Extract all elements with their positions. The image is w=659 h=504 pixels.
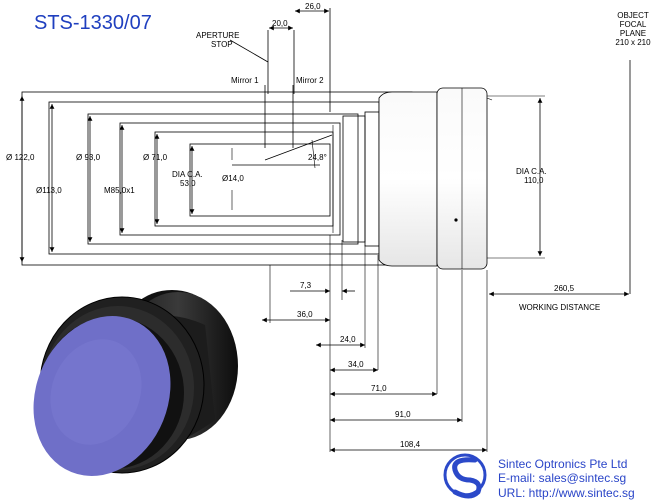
dia-ca-inner-value: 53,0 [180, 179, 196, 188]
sintec-logo-icon [443, 453, 487, 499]
mirror-geometry [229, 8, 333, 210]
angle-label: 24,8° [308, 153, 327, 162]
dim-d93: Ø 93,0 [76, 153, 101, 162]
dim-d122: Ø 122,0 [6, 153, 35, 162]
dim-24: 24,0 [340, 335, 356, 344]
dim-d14: Ø14,0 [222, 174, 244, 183]
dim-108-4: 108,4 [400, 440, 421, 449]
mirror2-label: Mirror 2 [296, 76, 324, 85]
working-distance-label: WORKING DISTANCE [519, 303, 600, 312]
dim-top26: 26,0 [305, 2, 321, 11]
dim-top20: 20,0 [272, 19, 288, 28]
dim-d113: Ø113,0 [36, 186, 62, 195]
dim-260-5: 260,5 [554, 284, 575, 293]
product-title: STS-1330/07 [34, 12, 152, 34]
svg-text:FOCAL: FOCAL [620, 20, 647, 29]
company-url: URL: http://www.sintec.sg [498, 486, 635, 500]
lens-housing [21, 87, 493, 270]
left-dimensions: Ø 122,0 Ø113,0 Ø 93,0 M85,0x1 Ø 71,0 DIA… [6, 96, 244, 262]
svg-text:OBJECT: OBJECT [617, 11, 649, 20]
aperture-stop-label: APERTURE [196, 31, 239, 40]
lens-photo [33, 290, 238, 476]
dia-ca-outer-value: 110,0 [524, 176, 544, 185]
aperture-stop-label-2: STOP [211, 40, 233, 49]
svg-text:210 x 210: 210 x 210 [615, 38, 651, 47]
company-name: Sintec Optronics Pte Ltd [498, 457, 627, 471]
right-dimension: DIA C.A. 110,0 [487, 95, 547, 259]
dia-ca-outer-label: DIA C.A. [516, 167, 547, 176]
bottom-dimensions: 7,3 36,0 24,0 34,0 71,0 91,0 108,4 260,5… [262, 235, 629, 453]
dim-34: 34,0 [348, 360, 364, 369]
top-dimensions: 26,0 20,0 APERTURE STOP Mirror 1 Mirror … [196, 2, 329, 162]
dia-ca-inner-label: DIA C.A. [172, 170, 203, 179]
dim-71: 71,0 [371, 384, 387, 393]
svg-text:PLANE: PLANE [620, 29, 646, 38]
mirror1-label: Mirror 1 [231, 76, 259, 85]
company-email: E-mail: sales@sintec.sg [498, 471, 626, 485]
dim-m85: M85,0x1 [104, 186, 135, 195]
dim-d71: Ø 71,0 [143, 153, 168, 162]
dim-36: 36,0 [297, 310, 313, 319]
dim-7-3: 7,3 [300, 281, 312, 290]
dim-91: 91,0 [395, 410, 411, 419]
object-focal-plane-label: OBJECT FOCAL PLANE 210 x 210 [615, 11, 651, 47]
